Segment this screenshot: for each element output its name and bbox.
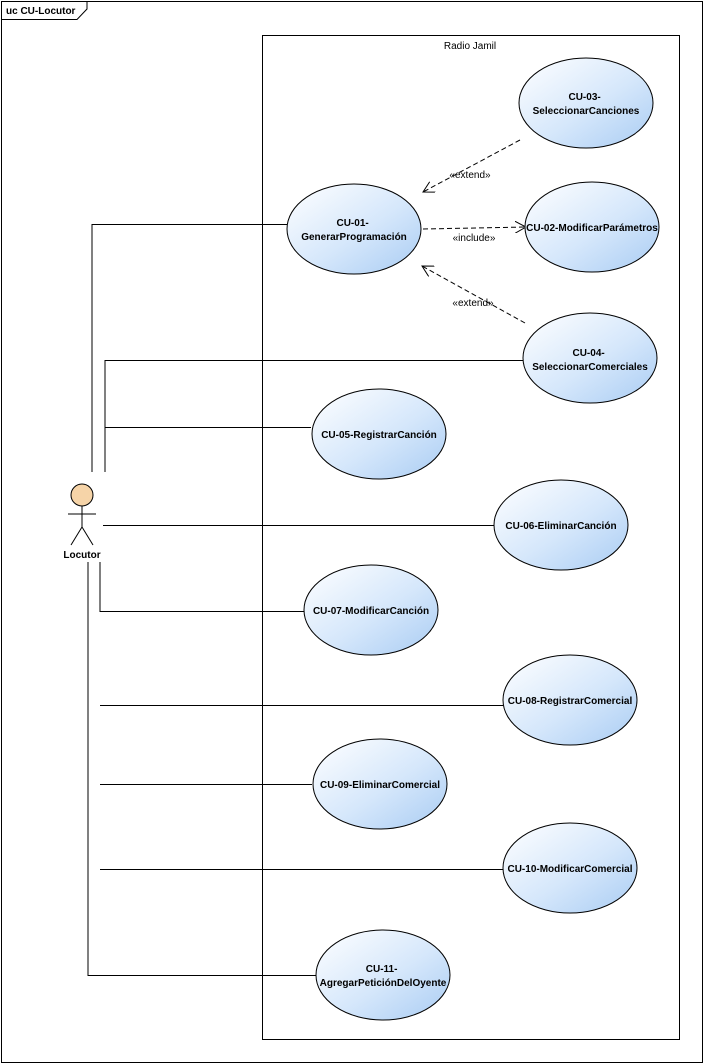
use-case-label: CU-05-RegistrarCanción — [321, 430, 437, 441]
use-case-cu04[interactable]: CU-04- SeleccionarComerciales — [522, 312, 658, 404]
use-case-cu05[interactable]: CU-05-RegistrarCanción — [311, 388, 447, 480]
use-case-label: CU-07-ModificarCanción — [313, 606, 429, 617]
label-line: CU-11- — [366, 964, 398, 975]
use-case-cu06[interactable]: CU-06-EliminarCanción — [493, 479, 629, 571]
include-label: «include» — [453, 233, 496, 244]
use-case-label: CU-09-EliminarComercial — [320, 780, 440, 791]
associations — [87, 224, 524, 976]
system-name: Radio Jamil — [444, 41, 496, 52]
frame-tab — [1, 1, 88, 20]
use-case-label: CU-08-RegistrarComercial — [508, 696, 633, 707]
label-line: AgregarPeticiónDelOyente — [320, 978, 447, 989]
use-case-label: CU-11- AgregarPeticiónDelOyente — [320, 964, 447, 989]
extend-arrow-cu04 — [422, 266, 526, 324]
use-case-cu07[interactable]: CU-07-ModificarCanción — [303, 564, 439, 656]
use-case-cu09[interactable]: CU-09-EliminarComercial — [312, 738, 448, 830]
use-case-cu10[interactable]: CU-10-ModificarComercial — [502, 822, 638, 914]
actor-right-leg — [81, 526, 94, 546]
use-case-cu01[interactable]: CU-01- GenerarProgramación — [286, 183, 422, 275]
use-case-label: CU-01- GenerarProgramación — [301, 218, 407, 243]
use-case-label: CU-10-ModificarComercial — [507, 864, 632, 875]
actor-left-leg — [70, 526, 83, 546]
assoc-cu01 — [91, 224, 287, 472]
actor-head-icon — [70, 483, 94, 507]
label-line: SeleccionarComerciales — [532, 362, 648, 373]
assoc-cu07 — [99, 562, 304, 612]
actor-locutor[interactable] — [68, 483, 96, 546]
use-case-label: CU-03- SeleccionarCanciones — [533, 92, 640, 117]
include-arrow-cu02 — [422, 227, 526, 229]
assoc-cu11 — [87, 562, 316, 976]
label-line: SeleccionarCanciones — [533, 106, 640, 117]
use-case-cu11[interactable]: CU-11- AgregarPeticiónDelOyente — [315, 929, 451, 1021]
actor-name: Locutor — [63, 550, 100, 561]
use-case-label: CU-06-EliminarCanción — [505, 521, 616, 532]
use-case-label: CU-02-ModificarParámetros — [526, 223, 658, 234]
extend-arrow-cu03 — [423, 139, 521, 192]
label-line: CU-03- — [568, 92, 600, 103]
use-case-cu08[interactable]: CU-08-RegistrarComercial — [502, 654, 638, 746]
extend-label-bottom: «extend» — [452, 298, 494, 309]
use-case-cu03[interactable]: CU-03- SeleccionarCanciones — [518, 57, 654, 149]
label-line: CU-04- — [572, 348, 604, 359]
assoc-cu04 — [104, 360, 524, 472]
extend-label-top: «extend» — [449, 170, 491, 181]
use-case-label: CU-04- SeleccionarComerciales — [532, 348, 648, 373]
frame-label: uc CU-Locutor — [6, 6, 76, 17]
dependencies — [422, 139, 526, 324]
use-case-cu02[interactable]: CU-02-ModificarParámetros — [524, 181, 660, 273]
label-line: GenerarProgramación — [301, 232, 407, 243]
label-line: CU-01- — [336, 218, 368, 229]
